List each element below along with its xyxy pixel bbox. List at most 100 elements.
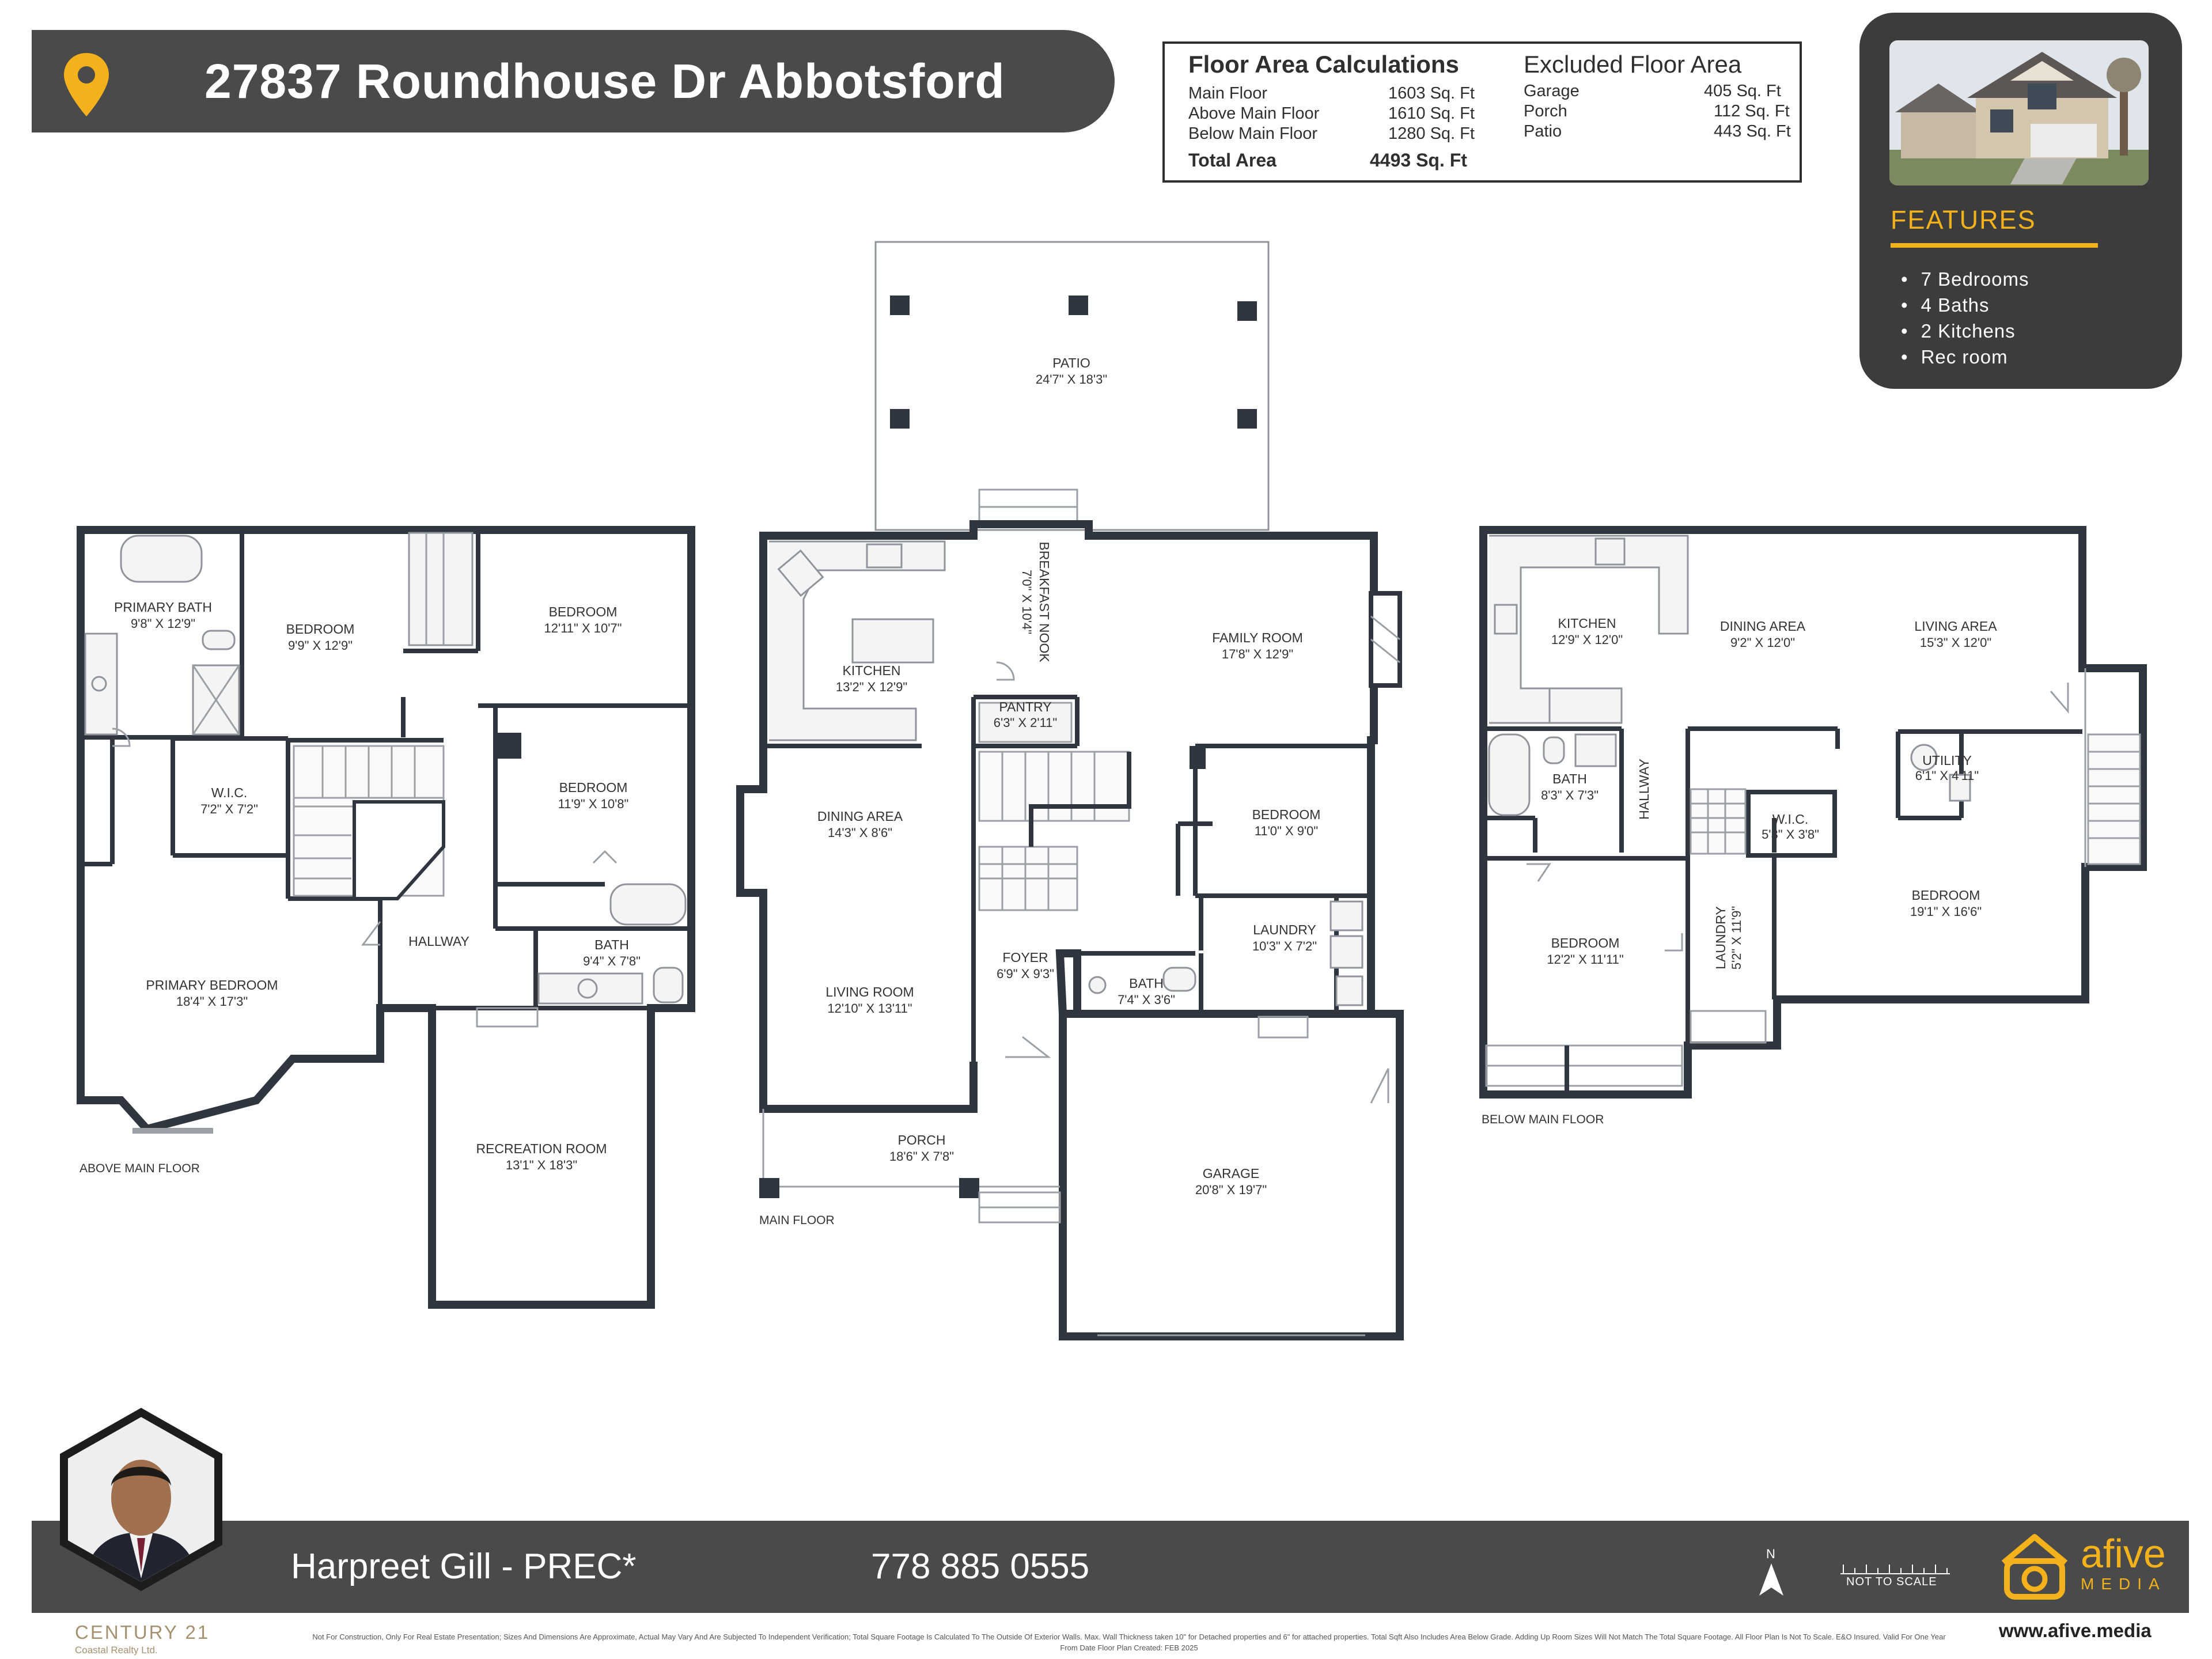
agent-phone[interactable]: 778 885 0555 bbox=[871, 1547, 1090, 1586]
excluded-row-value: 112 Sq. Ft bbox=[1714, 102, 1790, 120]
room-dimension: 12'10" X 13'11" bbox=[827, 1001, 912, 1016]
room-dimension: 18'4" X 17'3" bbox=[176, 994, 248, 1009]
area-row-label: Below Main Floor bbox=[1188, 124, 1318, 143]
disclaimer-text: Not For Construction, Only For Real Esta… bbox=[312, 1633, 1946, 1652]
excluded-row-label: Garage bbox=[1524, 82, 1580, 100]
room-dimension: 17'8" X 12'9" bbox=[1222, 647, 1293, 661]
agent-photo bbox=[60, 1408, 222, 1591]
room-label: BEDROOM bbox=[1252, 807, 1321, 822]
room-label: DINING AREA bbox=[817, 809, 903, 824]
excluded-row-value: 405 Sq. Ft bbox=[1704, 82, 1781, 100]
room-dimension: 15'3" X 12'0" bbox=[1920, 635, 1991, 650]
room-label: W.I.C. bbox=[211, 785, 248, 800]
agent-footer-bar bbox=[32, 1521, 2189, 1613]
brand-name: afive bbox=[2081, 1531, 2166, 1576]
total-area-value: 4493 Sq. Ft bbox=[1370, 150, 1467, 171]
room-dimension: 18'6" X 7'8" bbox=[889, 1149, 954, 1164]
room-label: KITCHEN bbox=[1558, 616, 1616, 631]
main-floor-plan bbox=[736, 241, 1404, 1340]
north-arrow-icon bbox=[1759, 1563, 1783, 1596]
room-label: LIVING ROOM bbox=[825, 984, 914, 999]
location-pin-icon bbox=[64, 53, 109, 116]
room-label: PORCH bbox=[897, 1132, 945, 1147]
house-photo bbox=[1889, 40, 2149, 185]
camera-house-logo-icon bbox=[2001, 1534, 2068, 1600]
excluded-row-label: Patio bbox=[1524, 122, 1562, 141]
room-dimension: 11'0" X 9'0" bbox=[1255, 824, 1318, 838]
room-label: LAUNDRY bbox=[1713, 906, 1728, 969]
room-label: FAMILY ROOM bbox=[1212, 630, 1303, 645]
feature-item: 7 Bedrooms bbox=[1901, 268, 2029, 290]
total-area-label: Total Area bbox=[1188, 150, 1277, 171]
area-row-label: Main Floor bbox=[1188, 84, 1267, 103]
room-label: FOYER bbox=[1002, 950, 1048, 965]
excluded-area-title: Excluded Floor Area bbox=[1524, 51, 1742, 78]
room-label: BEDROOM bbox=[559, 780, 628, 795]
room-dimension: 14'3" X 8'6" bbox=[828, 825, 892, 840]
room-label: KITCHEN bbox=[843, 663, 901, 678]
feature-item: 2 Kitchens bbox=[1901, 320, 2016, 342]
room-label: PATIO bbox=[1052, 355, 1090, 370]
room-dimension: 20'8" X 19'7" bbox=[1195, 1183, 1267, 1197]
room-label: BEDROOM bbox=[1912, 888, 1980, 903]
excluded-row-value: 443 Sq. Ft bbox=[1714, 122, 1791, 141]
room-label: BEDROOM bbox=[286, 622, 355, 637]
room-dimension: 9'2" X 12'0" bbox=[1730, 635, 1795, 650]
room-dimension: 6'9" X 9'3" bbox=[997, 967, 1054, 981]
excluded-row-label: Porch bbox=[1524, 102, 1567, 120]
room-label: HALLWAY bbox=[1637, 759, 1652, 820]
floor-label: BELOW MAIN FLOOR bbox=[1482, 1113, 1604, 1126]
room-dimension: 5'3" X 3'8" bbox=[1762, 827, 1819, 842]
scale-bar-icon bbox=[1840, 1565, 1950, 1574]
room-dimension: 11'9" X 10'8" bbox=[558, 797, 629, 811]
brokerage-subtitle: Coastal Realty Ltd. bbox=[75, 1645, 158, 1656]
room-label: GARAGE bbox=[1203, 1166, 1259, 1181]
room-label: LAUNDRY bbox=[1253, 922, 1316, 937]
features-title: FEATURES bbox=[1891, 205, 2036, 234]
room-dimension: 7'0" X 10'4" bbox=[1020, 570, 1034, 634]
below-main-floor-plan bbox=[1479, 526, 2147, 1099]
room-dimension: 6'1" X 4'11" bbox=[1915, 768, 1979, 783]
website-link[interactable]: www.afive.media bbox=[1999, 1620, 2152, 1641]
above-main-floor-plan bbox=[77, 526, 695, 1309]
room-dimension: 9'4" X 7'8" bbox=[583, 954, 641, 968]
room-dimension: 12'9" X 12'0" bbox=[1551, 632, 1623, 647]
room-dimension: 12'2" X 11'11" bbox=[1547, 952, 1623, 967]
feature-item: Rec room bbox=[1901, 346, 2008, 368]
features-divider bbox=[1891, 243, 2098, 248]
room-label: BREAKFAST NOOK bbox=[1037, 541, 1052, 662]
brand-logo: afive MEDIA bbox=[2081, 1533, 2166, 1594]
floor-area-table bbox=[1162, 41, 1802, 183]
room-label: W.I.C. bbox=[1772, 812, 1809, 827]
room-label: PRIMARY BATH bbox=[114, 600, 212, 615]
brokerage-logo: CENTURY 21 bbox=[75, 1622, 210, 1643]
room-label: DINING AREA bbox=[1720, 619, 1806, 634]
room-dimension: 9'8" X 12'9" bbox=[131, 616, 195, 631]
room-dimension: 5'2" X 11'9" bbox=[1729, 906, 1744, 969]
room-dimension: 7'2" X 7'2" bbox=[200, 802, 258, 816]
room-label: BATH bbox=[594, 937, 629, 952]
floor-label: MAIN FLOOR bbox=[759, 1214, 835, 1227]
agent-name: Harpreet Gill - PREC* bbox=[291, 1547, 637, 1586]
room-dimension: 13'2" X 12'9" bbox=[836, 680, 907, 694]
feature-item: 4 Baths bbox=[1901, 294, 1989, 316]
room-label: HALLWAY bbox=[408, 934, 469, 949]
area-row-value: 1280 Sq. Ft bbox=[1388, 124, 1475, 143]
room-dimension: 8'3" X 7'3" bbox=[1541, 788, 1599, 802]
address-banner bbox=[32, 30, 1115, 132]
room-dimension: 9'9" X 12'9" bbox=[288, 638, 353, 653]
north-label: N bbox=[1766, 1547, 1775, 1561]
floor-label: ABOVE MAIN FLOOR bbox=[79, 1162, 200, 1175]
area-row-value: 1610 Sq. Ft bbox=[1388, 104, 1475, 123]
room-label: LIVING AREA bbox=[1914, 619, 1997, 634]
floor-area-title: Floor Area Calculations bbox=[1188, 51, 1459, 78]
room-label: PANTRY bbox=[999, 699, 1051, 714]
area-row-label: Above Main Floor bbox=[1188, 104, 1320, 123]
room-label: BATH bbox=[1552, 771, 1587, 786]
room-label: BEDROOM bbox=[1551, 935, 1620, 950]
room-dimension: 7'4" X 3'6" bbox=[1118, 993, 1175, 1007]
room-dimension: 24'7" X 18'3" bbox=[1036, 372, 1107, 387]
property-address: 27837 Roundhouse Dr Abbotsford bbox=[204, 54, 1005, 108]
room-dimension: 10'3" X 7'2" bbox=[1252, 939, 1317, 953]
